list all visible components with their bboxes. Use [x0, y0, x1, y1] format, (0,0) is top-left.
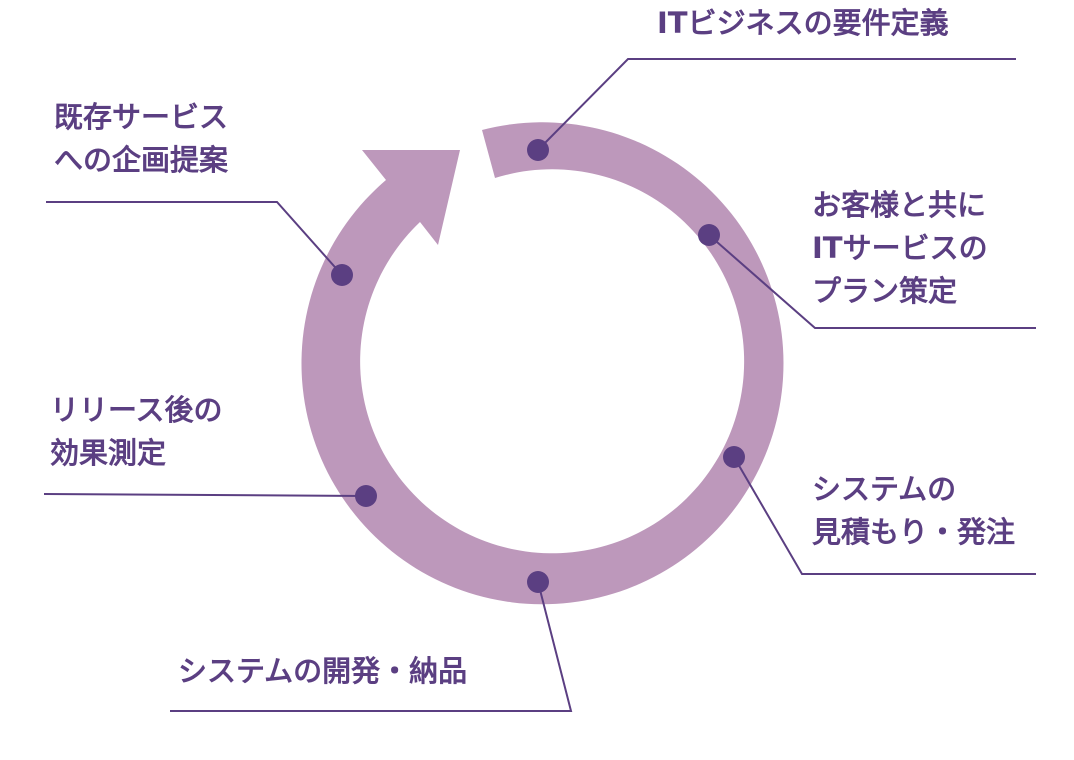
marker-planning: [698, 224, 720, 246]
step-label-development: システムの開発・納品: [178, 650, 467, 693]
step-label-estimate: システムの 見積もり・発注: [812, 468, 1015, 554]
step-label-line: プラン策定: [812, 274, 958, 308]
leader-line-requirements: [537, 58, 1016, 151]
marker-development: [527, 571, 549, 593]
leader-line-development: [170, 581, 573, 712]
step-label-line: お客様と共に: [812, 188, 987, 222]
step-label-line: への企画提案: [54, 143, 229, 177]
step-label-requirements: ITビジネスの要件定義: [657, 2, 949, 45]
leader-line-planning: [708, 234, 1036, 329]
leader-line-measurement: [43, 493, 367, 497]
step-label-line: 見積もり・発注: [812, 515, 1016, 549]
marker-measurement: [355, 485, 377, 507]
step-label-line: 既存サービス: [54, 100, 229, 134]
marker-proposal: [331, 264, 353, 286]
step-label-line: ITサービスの: [812, 231, 988, 265]
cycle-ring-arrow: [301, 122, 784, 605]
step-label-line: ITビジネスの要件定義: [657, 6, 949, 40]
step-label-line: 効果測定: [50, 436, 167, 470]
step-label-line: リリース後の: [50, 393, 223, 427]
step-label-line: システムの開発・納品: [178, 654, 468, 688]
marker-estimate: [723, 446, 745, 468]
step-label-planning: お客様と共に ITサービスの プラン策定: [812, 184, 988, 313]
step-label-proposal: 既存サービス への企画提案: [54, 96, 228, 182]
leader-line-proposal: [46, 201, 343, 276]
step-label-line: システムの: [812, 472, 957, 506]
step-label-measurement: リリース後の 効果測定: [50, 389, 223, 475]
marker-requirements: [527, 139, 549, 161]
leader-line-estimate: [733, 456, 1036, 575]
